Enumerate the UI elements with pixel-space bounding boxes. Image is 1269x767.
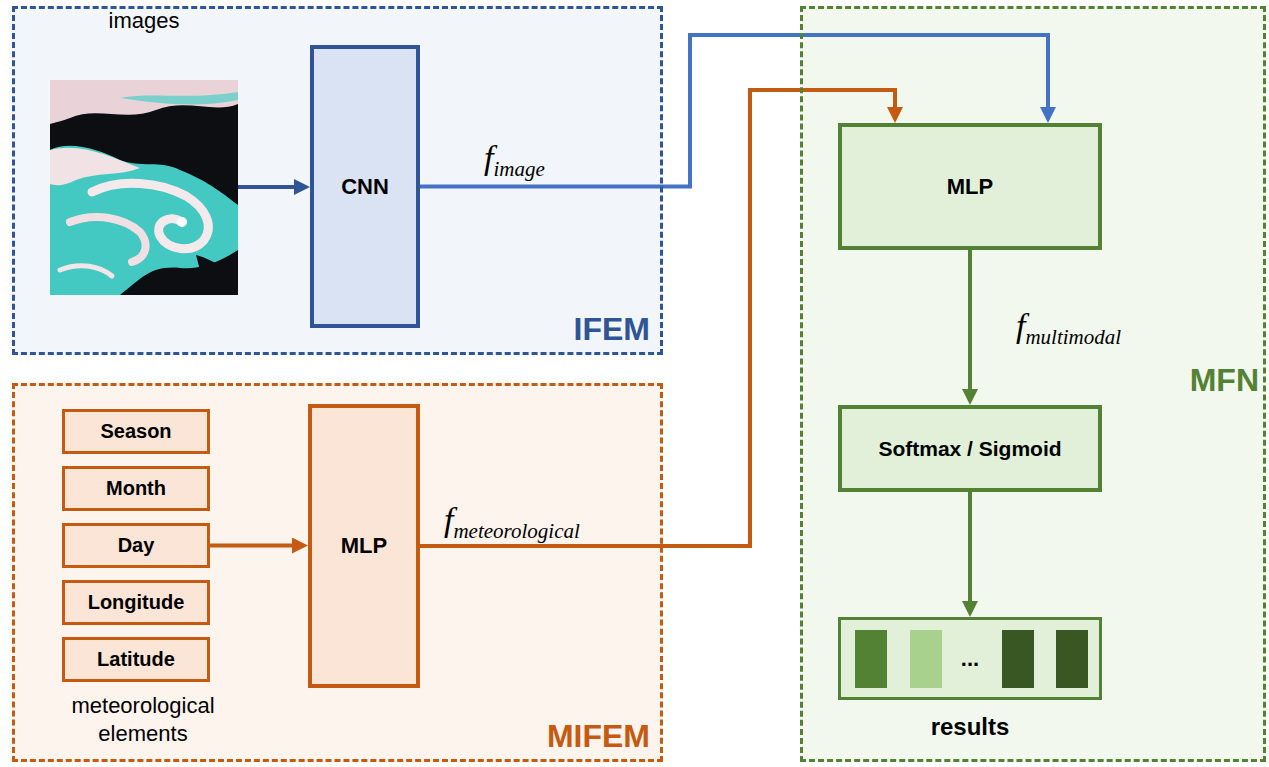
- process-box: MLP: [308, 404, 420, 688]
- result-bars: [855, 630, 1088, 688]
- process-box: Softmax / Sigmoid: [838, 405, 1102, 492]
- input-label: Month: [106, 477, 166, 500]
- module-group: IFEM imagesCNN: [12, 6, 663, 355]
- satellite-image: [50, 80, 238, 295]
- ellipsis-mark: ...: [961, 646, 979, 672]
- flow-arrow: [238, 185, 300, 189]
- input-box: Month: [62, 466, 210, 511]
- input-box: Latitude: [62, 637, 210, 682]
- flow-arrow: [968, 250, 972, 395]
- input-label: Longitude: [88, 591, 185, 614]
- flow-arrow: [420, 90, 895, 546]
- image-panel: images: [50, 6, 238, 298]
- input-label: Day: [118, 534, 155, 557]
- annotation-label: meteorological elements: [48, 692, 238, 748]
- flow-arrow: [968, 492, 972, 607]
- output-caption: results: [841, 713, 1099, 741]
- box-label: MLP: [947, 174, 993, 200]
- process-box: MLP: [838, 123, 1102, 250]
- group-fill: [800, 6, 1266, 762]
- input-box: Longitude: [62, 580, 210, 625]
- group-fill: [12, 383, 663, 762]
- feature-label: fmultimodal: [1016, 306, 1121, 357]
- module-title: IFEM: [574, 310, 650, 348]
- box-label: CNN: [341, 174, 389, 200]
- image-caption: images: [50, 6, 238, 36]
- module-title: MFN: [1190, 361, 1259, 399]
- process-box: CNN: [310, 45, 420, 328]
- input-label: Latitude: [97, 648, 175, 671]
- feature-label: fmeteorological: [444, 500, 580, 551]
- results-fill: [838, 617, 1102, 700]
- group-fill: [12, 6, 663, 355]
- module-group: MFNMLPSoftmax / Sigmoid...results: [800, 6, 1266, 762]
- input-box: Day: [62, 523, 210, 568]
- flow-arrow: [210, 544, 298, 548]
- input-label: Season: [100, 420, 171, 443]
- box-label: Softmax / Sigmoid: [878, 437, 1061, 461]
- feature-label: fimage: [484, 138, 545, 189]
- box-label: MLP: [341, 533, 387, 559]
- module-title: MIFEM: [547, 717, 650, 755]
- input-box: Season: [62, 409, 210, 454]
- output-box: ...results: [838, 617, 1102, 700]
